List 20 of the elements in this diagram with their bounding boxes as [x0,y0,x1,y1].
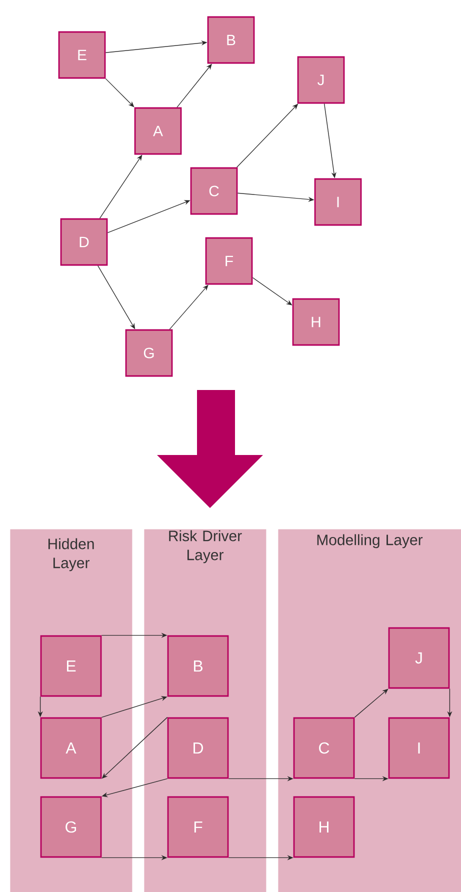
node-box: F [205,237,253,285]
node-box: C [293,717,355,779]
node-box: C [190,167,238,215]
node-box: G [125,329,173,377]
node-box: I [314,178,362,226]
node-box: D [60,218,108,266]
node-box: J [388,627,450,689]
node-box: A [40,717,102,779]
node-box: H [293,796,355,858]
node-box: F [167,796,229,858]
node-box: B [207,16,255,64]
node-box: H [292,298,340,346]
node-box: J [297,56,345,104]
node-box: I [388,717,450,779]
node-box: B [167,635,229,697]
node-box: A [134,107,182,155]
node-box: E [58,31,106,79]
node-box: G [40,796,102,858]
node-box: D [167,717,229,779]
node-box: E [40,635,102,697]
